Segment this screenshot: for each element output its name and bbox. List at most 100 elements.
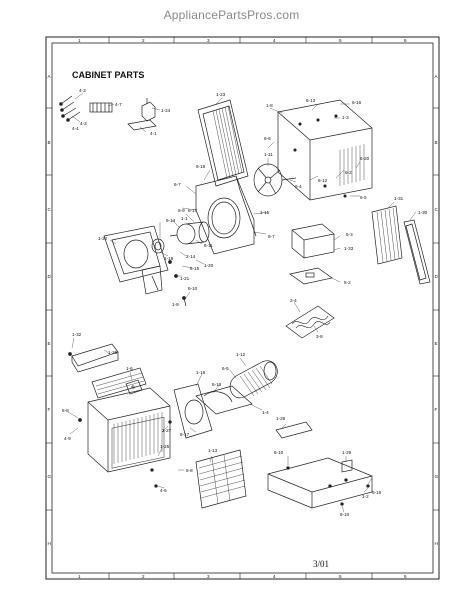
grid-column-label: 1 [78,38,81,43]
condenser-fan-part[interactable] [253,163,297,197]
grid-row-label: H [435,541,438,546]
louver-part[interactable] [91,367,147,399]
label-plate-part[interactable] [127,119,157,131]
part-callout-label: 1-19 [164,256,174,261]
bracket-part[interactable] [141,98,156,122]
grid-column-label: 5 [339,38,342,43]
front-panel-part[interactable] [78,387,171,473]
screw-strip-part[interactable] [89,102,113,113]
part-callout-label: 6-8 [186,468,193,473]
control-box-part[interactable] [291,223,335,259]
part-callout-label: 1-8 [266,103,273,108]
part-callout-label: 6-5 [222,366,229,371]
part-callout-label: 1-27 [162,428,172,433]
part-callout-label: 1-31 [394,196,404,201]
air-filter-part[interactable] [195,449,247,509]
part-callout-label: 1-22 [98,236,108,241]
rear-grille-part[interactable] [197,99,249,187]
grid-row-label: C [435,207,439,212]
top-trim-part[interactable] [68,343,119,373]
part-callout-label: 4-1 [150,131,157,136]
outer-cabinet-part[interactable] [277,99,373,201]
part-callout-label: 1-13 [208,448,218,453]
part-callout-label: 6-18 [196,164,206,169]
part-callout-label: 6-12 [318,178,328,183]
hardware-screws-part[interactable] [168,260,187,307]
grid-column-label: 5 [339,574,342,579]
part-callout-label: 1-6 [126,366,133,371]
part-callout-label: 6-5 [360,195,367,200]
part-callout-label: 6-8 [62,408,69,413]
part-callout-label: 1-23 [216,92,226,97]
grid-row-label: E [48,341,51,346]
part-callout-label: 1-2 [362,494,369,499]
part-callout-label: 1-28 [276,416,286,421]
part-callout-label: 4-3 [79,88,86,93]
grid-column-label: 6 [404,38,407,43]
heater-element-part[interactable] [285,305,335,339]
grid-row-label: D [48,274,52,279]
part-callout-label: 6-17 [188,208,198,213]
blower-scroll-part[interactable] [195,385,253,415]
part-callout-label: 1-3 [342,115,349,120]
part-callout-label: 3-8 [316,334,323,339]
small-screws-part[interactable] [150,420,370,488]
part-callout-label: 4-7 [115,102,122,107]
part-callout-label: 5-3 [346,232,353,237]
base-pan-part[interactable] [267,457,373,509]
grid-row-label: B [48,140,51,145]
part-callout-label: 6-9 [178,208,185,213]
grid-column-label: 6 [404,574,407,579]
part-callout-label: 6-11 [204,243,213,248]
orifice-panel-part[interactable] [173,383,213,439]
part-callout-label: 6-10 [340,512,350,517]
side-grille-part[interactable] [371,205,403,265]
fan-shroud-part[interactable] [195,175,257,255]
screw-set-part[interactable] [59,95,81,122]
inner-frame [51,42,434,574]
mount-plate-part[interactable] [289,267,333,285]
grid-column-label: 3 [207,38,210,43]
part-callout-label: 6-17 [180,432,190,437]
grid-row-label: A [48,74,52,79]
grid-column-label: 2 [142,574,145,579]
partition-panel-part[interactable] [103,225,169,295]
part-callout-label: 2-14 [186,254,196,259]
grid-column-label: 2 [142,38,145,43]
grid-row-label: G [48,474,52,479]
part-callout-label: 6-4 [295,184,302,189]
handle-part[interactable] [275,421,313,439]
fan-motor-part[interactable] [169,221,210,245]
part-callout-label: 4-9 [64,436,71,441]
frame-ticks [46,37,439,579]
diagram-title: CABINET PARTS [72,70,145,80]
part-callout-label: 5-2 [344,280,351,285]
part-callout-label: 1-11 [264,152,273,157]
part-callout-label: 6-20 [360,156,370,161]
grid-row-label: G [435,474,439,479]
part-callout-label: 6-2 [345,170,352,175]
leader-lines [67,92,417,513]
drain-bracket-part[interactable] [341,459,353,473]
part-callout-label: 6-7 [268,234,275,239]
site-header[interactable]: AppliancePartsPros.com [163,8,300,22]
part-callout-label: 6-15 [190,266,200,271]
grid-column-label: 3 [207,574,210,579]
part-callout-label: 1-25 [160,444,170,449]
blower-wheel-part[interactable] [229,360,278,399]
part-callout-label: 1-1 [181,216,188,221]
side-seal-part[interactable] [403,219,431,285]
part-callout-label: 1-4 [262,410,269,415]
part-callout-label: 1-21 [180,276,190,281]
part-callout-label: 6-10 [274,450,284,455]
part-callout-label: 6-13 [306,98,316,103]
part-callout-label: 1-9 [172,302,179,307]
page-number: 3/01 [313,559,330,569]
part-callout-label: 2-4 [290,298,297,303]
grid-row-label: A [435,74,439,79]
part-callout-label: 6-14 [166,218,176,223]
